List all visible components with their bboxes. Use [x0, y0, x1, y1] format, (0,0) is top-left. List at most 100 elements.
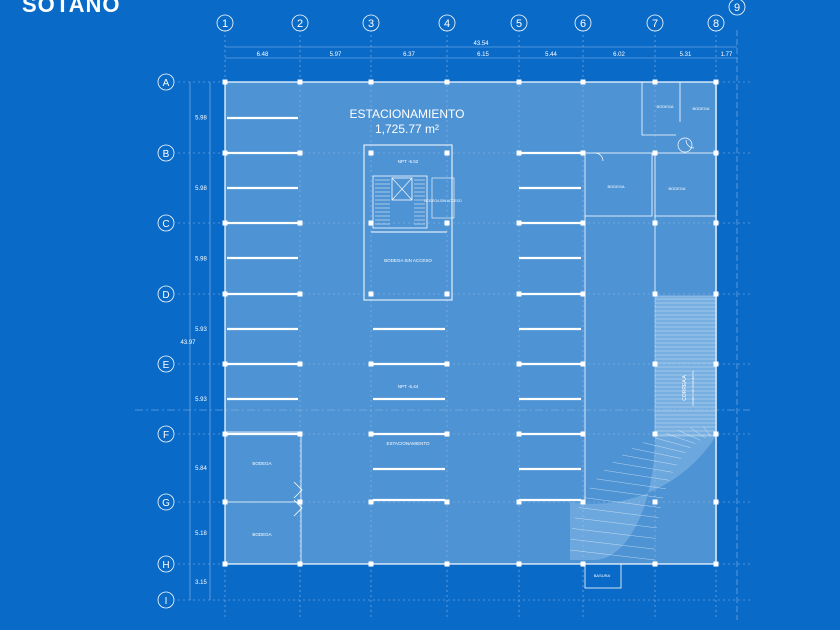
column [516, 220, 522, 226]
dim-row: 5.98 [195, 257, 207, 263]
column [222, 220, 228, 226]
grid-bubble-col-label: 8 [713, 18, 719, 30]
bodega-label-3: BODEGA [656, 104, 673, 109]
column [713, 220, 719, 226]
dim-col: 6.48 [257, 52, 269, 58]
grid-bubble-col-label: 4 [444, 18, 450, 30]
column [580, 220, 586, 226]
column [297, 220, 303, 226]
column [222, 79, 228, 85]
column [222, 361, 228, 367]
column [297, 561, 303, 567]
elevator-x [391, 177, 413, 201]
column [652, 561, 658, 567]
grid-bubble-row [157, 355, 175, 373]
column [444, 431, 450, 437]
room-wall [654, 152, 717, 217]
page-title: SÓTANO [22, 0, 121, 17]
bodega-label-1: BODEGA [252, 461, 271, 466]
ramp-sub-label: RAMPA 15% PENDIENTE [691, 370, 695, 405]
structural-columns [222, 79, 719, 567]
grid-bubble-col-label: 1 [222, 18, 228, 30]
column [297, 150, 303, 156]
column [580, 499, 586, 505]
column [368, 220, 374, 226]
column [297, 79, 303, 85]
column [652, 291, 658, 297]
grid-bubble-col-label: 3 [368, 18, 374, 30]
column [516, 361, 522, 367]
ramp-tread [589, 487, 664, 499]
grid-bubble-row-label: I [165, 596, 168, 607]
dim-total-width: 43.54 [473, 41, 489, 47]
basura-room [584, 563, 622, 589]
column [297, 291, 303, 297]
grid-bubble-col [728, 0, 746, 16]
stair-storage [431, 177, 455, 219]
ramp-tread [632, 448, 682, 459]
column [652, 79, 658, 85]
grid-bubble-col [362, 14, 380, 32]
ramp-tread [612, 462, 673, 473]
elevator-box [391, 177, 413, 201]
ramp-tread [574, 517, 658, 529]
column [297, 431, 303, 437]
grid-bubble-row-label: G [162, 498, 170, 509]
ramp-tread [666, 433, 696, 444]
bodega-label-4: BODEGA [692, 106, 709, 111]
ramp-label: CORREA A [682, 375, 688, 401]
bodega-label-5: BODEGA [607, 184, 624, 189]
grid-bubble-row-label: C [162, 219, 169, 230]
column [580, 561, 586, 567]
grid-bubble-row [157, 555, 175, 573]
column [713, 79, 719, 85]
core-storage-label: BODEGA SIN ACCESO [384, 258, 432, 263]
stair-box [372, 175, 428, 229]
ramp-tread [583, 497, 661, 508]
dim-col: 5.44 [545, 52, 557, 58]
grid-bubble-row [157, 425, 175, 443]
door-swing [677, 137, 693, 153]
grid-bubble-col [510, 14, 528, 32]
column [580, 150, 586, 156]
grid-bubble-row [157, 214, 175, 232]
ramp-tread [570, 539, 656, 550]
ramp-curve [570, 436, 716, 560]
dim-row: 5.84 [195, 466, 207, 472]
dim-col: 6.02 [613, 52, 625, 58]
column [652, 431, 658, 437]
column [652, 499, 658, 505]
column [368, 291, 374, 297]
grid-bubble-row-label: F [163, 430, 169, 441]
ramp-tread [604, 470, 670, 481]
stair-storage-label: BODEGA SIN ACCESO [424, 199, 461, 203]
column [516, 79, 522, 85]
column [368, 150, 374, 156]
walls [224, 81, 717, 589]
column [652, 150, 658, 156]
parking-stalls [227, 116, 581, 502]
grid-bubble-row-label: B [163, 149, 170, 160]
column [713, 361, 719, 367]
room-wall [641, 82, 676, 136]
column [368, 561, 374, 567]
grid-bubble-col [216, 14, 234, 32]
plan-fill [225, 82, 717, 564]
dim-col: 6.15 [477, 52, 489, 58]
column [516, 150, 522, 156]
ramp-tread [642, 442, 686, 453]
dim-col: 5.31 [680, 52, 692, 58]
column [368, 79, 374, 85]
bodega-label-6: BODEGA [668, 186, 685, 191]
column [580, 361, 586, 367]
dim-col: 1.77 [721, 52, 733, 58]
column [368, 499, 374, 505]
column [444, 561, 450, 567]
ramp-tread [572, 528, 656, 539]
grid-bubble-col [574, 14, 592, 32]
ramp-tread [654, 437, 691, 448]
column [713, 431, 719, 437]
grid-bubble-col-label: 9 [734, 2, 740, 14]
